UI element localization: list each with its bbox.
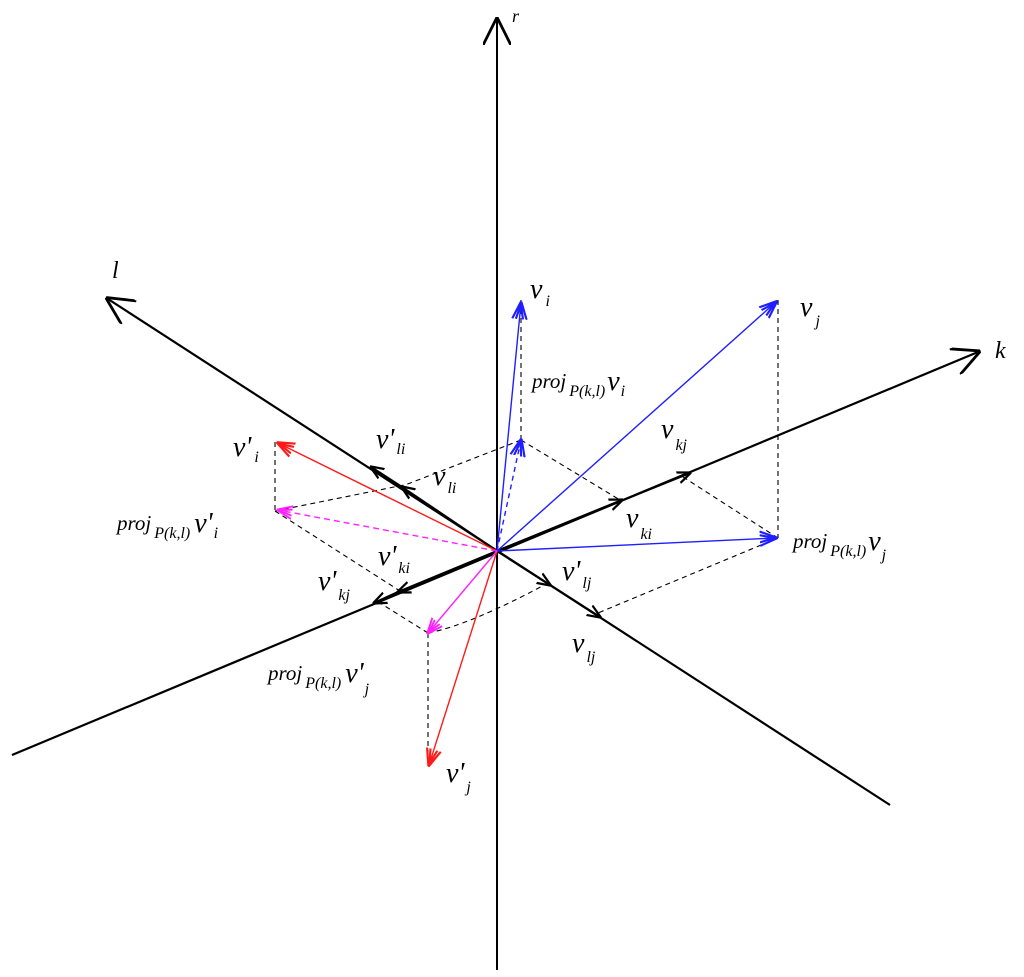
label-vp-lj: v'lj xyxy=(562,556,592,592)
vp-lj-arrow xyxy=(496,550,550,585)
label-vp-j: v'j xyxy=(446,758,471,796)
v-lj-arrow xyxy=(549,584,600,617)
v-j-vector xyxy=(496,302,776,552)
proj-vp-i-vector xyxy=(278,510,498,552)
v-ki-arrow xyxy=(496,500,622,553)
label-vp-li: v'li xyxy=(376,424,405,458)
label-vp-ki: v'ki xyxy=(378,541,410,577)
label-vp-i: v'i xyxy=(233,432,259,466)
label-vp-kj: v'kj xyxy=(318,566,351,604)
v-li-arrow xyxy=(402,487,498,552)
k-axis-label: k xyxy=(995,338,1006,364)
vp-ki-arrow xyxy=(398,549,498,592)
label-v-ki: vki xyxy=(626,503,652,543)
l-axis-label: l xyxy=(112,258,119,284)
vp-i-vector xyxy=(278,443,498,552)
component-arrows xyxy=(371,467,690,617)
proj-v-i-vector xyxy=(496,440,521,552)
vp-li-arrow xyxy=(371,467,403,488)
vp-kj-arrow xyxy=(374,591,399,603)
vp-j-vector xyxy=(429,550,498,765)
proj-v-j-vector xyxy=(496,538,776,552)
label-v-kj: vkj xyxy=(661,414,688,454)
v-i-vector xyxy=(496,303,521,552)
projection-guides xyxy=(274,300,779,765)
proj-vp-j-vector xyxy=(428,550,498,633)
r-axis-label: r xyxy=(512,6,520,26)
